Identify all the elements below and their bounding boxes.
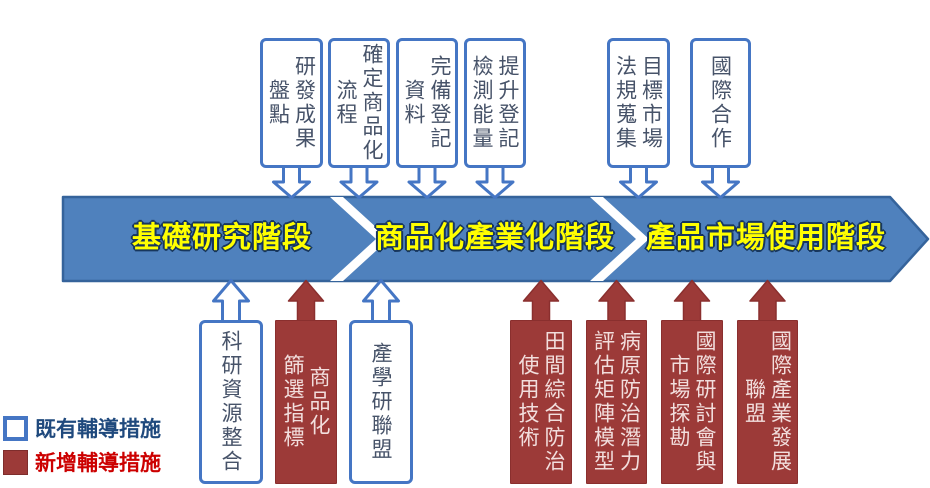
down-arrow-connector [272,164,311,199]
stage-label-basic-research: 基礎研究階段 [131,222,312,254]
measure-text: 聯盟 [742,378,767,426]
measure-text: 使用技術 [516,354,540,450]
process-band-arrow [61,195,930,283]
legend-item-new: 新增輔導措施 [3,448,161,476]
measure-text: 產學研聯盟 [369,342,394,462]
measure-text: 評估矩陣模型 [591,330,616,474]
measure-text: 研發成果 [292,55,317,151]
down-arrow-connector [407,164,447,199]
measure-box-target-market-regulations: 目標市場 法規蒐集 [607,38,670,168]
measure-text: 國際研討會與 [693,330,718,474]
measure-box-international-industry-development-alliance: 國際產業發展 聯盟 [737,320,798,484]
measure-box-research-resource-integration: 科研資源整合 [199,320,263,484]
stage-separator-chevron [330,197,389,281]
down-arrow-connector [475,164,515,199]
measure-text: 流程 [334,79,358,127]
measure-text: 目標市場 [639,55,664,151]
up-arrow-connector [522,279,560,323]
measure-text: 市場探勘 [667,354,691,450]
up-arrow-connector [362,279,400,324]
measure-text: 國際合作 [708,55,733,151]
measure-text: 檢測能量 [470,55,494,151]
stage-separator-chevron [590,197,649,281]
up-arrow-connector [749,279,786,323]
up-arrow-connector [673,279,711,323]
measure-box-pathogen-control-matrix-model: 病原防治潛力 評估矩陣模型 [586,320,647,484]
down-arrow-connector [701,164,740,199]
measure-text: 篩選指標 [281,354,305,450]
measure-text: 科研資源整合 [219,330,244,474]
measure-box-testing-capacity: 提升登記 檢測能量 [464,38,526,168]
down-arrow-connector [619,164,658,199]
measure-text: 法規蒐集 [613,55,638,151]
measure-text: 提升登記 [496,55,521,151]
measure-box-international-cooperation: 國際合作 [690,38,751,168]
measure-text: 確定商品化 [360,43,385,163]
measure-text: 商品化 [307,366,332,438]
measure-text: 田間綜合防治 [542,330,567,474]
measure-text: 盤點 [266,79,291,127]
measure-box-field-integrated-control: 田間綜合防治 使用技術 [510,320,572,484]
up-arrow-connector [287,279,325,323]
measure-box-industry-academia-alliance: 產學研聯盟 [349,320,413,484]
measure-box-international-conference-market-survey: 國際研討會與 市場探勘 [661,320,723,484]
legend-new-label: 新增輔導措施 [35,450,161,475]
measure-text: 資料 [402,79,426,127]
measure-text: 病原防治潛力 [617,330,642,474]
measure-box-registration-data: 完備登記 資料 [396,38,458,168]
up-arrow-connector [212,279,250,324]
legend-new-swatch [3,449,28,475]
measure-box-commercialization-process: 確定商品化 流程 [328,38,390,168]
measure-text: 國際產業發展 [768,330,793,474]
measure-text: 完備登記 [428,55,453,151]
measure-box-commercialization-screening-index: 商品化 篩選指標 [275,320,337,484]
stage-label-commercialization: 商品化產業化階段 [374,222,615,254]
legend-existing-label: 既有輔導措施 [35,416,161,441]
legend-existing-swatch [3,415,28,441]
stage-label-market-use: 產品市場使用階段 [645,222,886,254]
up-arrow-connector [598,279,635,323]
down-arrow-connector [339,164,379,199]
legend-item-existing: 既有輔導措施 [3,414,161,442]
measure-box-rd-inventory: 研發成果 盤點 [260,38,323,168]
